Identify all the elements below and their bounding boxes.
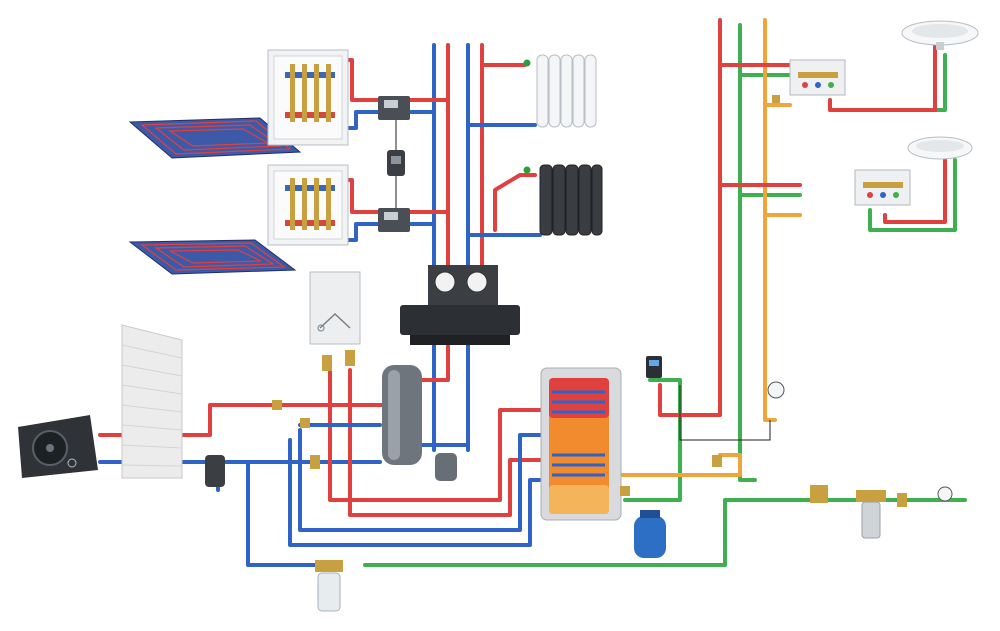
recirculation-line bbox=[658, 18, 722, 417]
hot-water-riser bbox=[763, 18, 777, 422]
mixing-pump-module bbox=[378, 96, 410, 120]
control-wire bbox=[679, 385, 771, 441]
ufh-top-back bbox=[343, 110, 380, 130]
mixing-pump-module bbox=[378, 208, 410, 232]
underfloor-heating-loop bbox=[128, 239, 297, 275]
basin-2-hot bbox=[883, 148, 947, 224]
dhw-coil-supply-2 bbox=[348, 368, 547, 517]
heat-pump-outdoor-unit bbox=[18, 415, 98, 478]
washbasin bbox=[907, 136, 973, 160]
dhw-circulation-pump bbox=[646, 356, 662, 378]
valves bbox=[205, 95, 907, 507]
dhw-coil-return-1 bbox=[298, 428, 547, 532]
dhw-coil-supply-1 bbox=[328, 358, 547, 502]
buffer-supply-up bbox=[418, 328, 450, 382]
dhw-cold-inlet bbox=[623, 378, 682, 502]
black-radiator bbox=[523, 164, 603, 236]
small-expansion-vessel bbox=[435, 453, 457, 481]
white-radiator bbox=[523, 54, 597, 128]
sanitary-manifold bbox=[854, 169, 911, 206]
basin-1-hot bbox=[828, 43, 937, 112]
buffer-tank bbox=[382, 365, 422, 465]
radiator-bottom-supply bbox=[493, 173, 537, 232]
dhw-storage-cylinder bbox=[540, 367, 622, 521]
dhw-coil-return-2 bbox=[288, 438, 547, 547]
underfloor-heating-loop bbox=[128, 117, 302, 159]
ufh-top-feed bbox=[343, 58, 380, 102]
dhw-outlet bbox=[618, 453, 742, 477]
washbasin bbox=[901, 20, 979, 50]
hydraulic-separator-manifold bbox=[400, 265, 520, 345]
water-filter bbox=[315, 560, 343, 612]
pipe-network bbox=[98, 18, 967, 567]
underfloor-manifold-cabinet bbox=[267, 164, 349, 246]
expansion-vessel bbox=[634, 510, 666, 558]
wall bbox=[121, 324, 183, 479]
ufh-bottom-back bbox=[343, 222, 380, 242]
basin-2-cold bbox=[868, 158, 957, 232]
cold-water-main bbox=[363, 498, 967, 567]
water-filter bbox=[856, 490, 886, 539]
buffer-return-up bbox=[418, 328, 470, 447]
pressure-gauge bbox=[767, 381, 953, 502]
cold-water-riser bbox=[738, 23, 757, 482]
filter-return-loop bbox=[216, 460, 327, 567]
basin-1-cold bbox=[828, 53, 947, 112]
wall-mounted-boiler bbox=[309, 271, 361, 345]
underfloor-manifold-cabinet bbox=[267, 49, 349, 146]
sanitary-manifold bbox=[789, 59, 846, 96]
room-thermostat bbox=[387, 150, 405, 176]
ufh-bottom-feed bbox=[343, 178, 380, 214]
